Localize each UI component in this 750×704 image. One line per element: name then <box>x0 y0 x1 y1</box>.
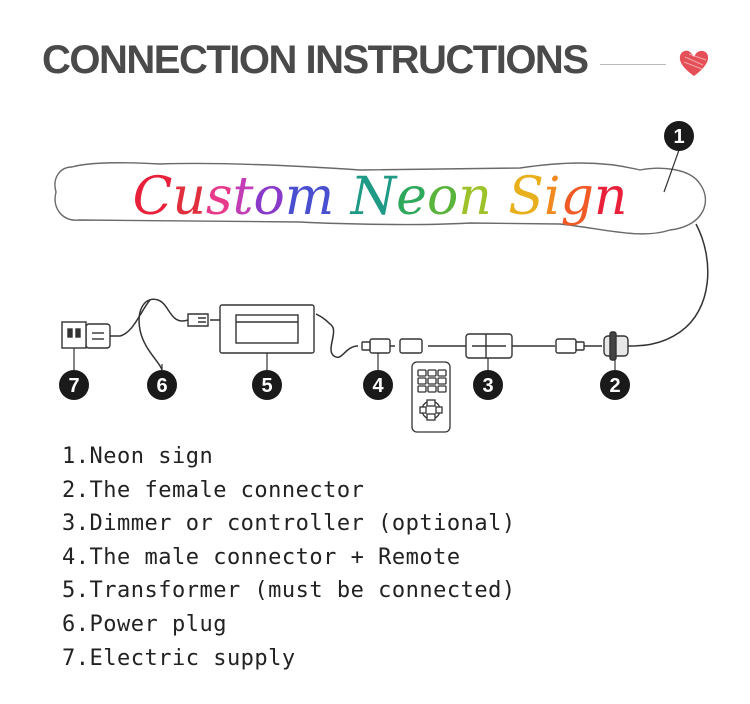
dimmer-controller <box>465 333 513 359</box>
svg-text:2: 2 <box>609 375 620 397</box>
legend-item-power-plug: 6.Power plug <box>62 611 227 637</box>
legend-item-male-connector: 4.The male connector + Remote <box>62 544 461 570</box>
remote-control <box>411 361 451 433</box>
sign-letter: i <box>544 167 561 227</box>
badge-7: 7 <box>59 370 89 400</box>
legend-list: 1.Neon sign 2.The female connector 3.Dim… <box>62 440 516 675</box>
power-plug <box>85 313 209 349</box>
svg-text:6: 6 <box>156 375 167 397</box>
sign-letter: C <box>133 167 173 227</box>
sign-letter: t <box>233 167 254 227</box>
svg-text:1: 1 <box>673 126 684 148</box>
badge-2: 2 <box>600 370 630 400</box>
sign-letter: o <box>254 167 285 227</box>
badge-6: 6 <box>147 370 177 400</box>
legend-item-female-connector: 2.The female connector <box>62 477 365 503</box>
sign-letter: n <box>458 167 492 227</box>
sign-letter: S <box>492 167 544 227</box>
sign-letter: s <box>206 167 233 227</box>
cables <box>92 223 709 371</box>
svg-text:3: 3 <box>482 375 493 397</box>
connection-diagram: Custom Neon Sign <box>54 121 709 433</box>
badge-3: 3 <box>473 370 503 400</box>
neon-sign-text: Custom Neon Sign <box>133 167 628 227</box>
heart-icon <box>679 50 709 76</box>
legend-item-transformer: 5.Transformer (must be connected) <box>62 578 516 604</box>
legend-item-electric-supply: 7.Electric supply <box>62 645 296 671</box>
transformer <box>219 304 315 354</box>
male-connector <box>361 338 423 354</box>
sign-letter: e <box>396 167 427 227</box>
badge-4: 4 <box>363 370 393 400</box>
sign-letter: o <box>427 167 458 227</box>
sign-letter: n <box>594 167 628 227</box>
sign-letter: m <box>285 167 334 227</box>
female-connector <box>555 331 629 361</box>
electric-supply <box>61 321 87 349</box>
badge-5: 5 <box>252 370 282 400</box>
legend-item-dimmer: 3.Dimmer or controller (optional) <box>62 511 516 537</box>
sign-letter: g <box>561 167 594 227</box>
sign-letter: u <box>172 167 206 227</box>
badge-1: 1 <box>664 121 694 151</box>
page-title: CONNECTION INSTRUCTIONS <box>42 38 589 82</box>
svg-text:4: 4 <box>372 375 384 397</box>
legend-item-neon-sign: 1.Neon sign <box>62 444 214 469</box>
title-divider <box>600 64 666 65</box>
sign-letter: N <box>334 167 398 227</box>
pointer-lines <box>73 149 680 370</box>
neon-sign: Custom Neon Sign <box>54 162 707 235</box>
svg-text:7: 7 <box>68 375 79 397</box>
svg-text:5: 5 <box>261 375 272 397</box>
